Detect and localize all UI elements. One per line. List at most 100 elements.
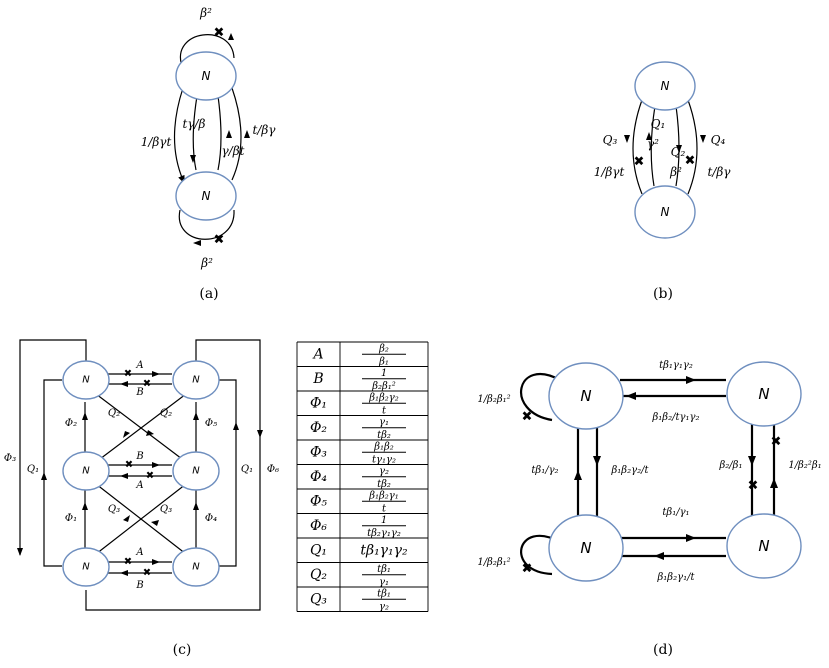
right-down-cross: ✖ (748, 479, 759, 494)
table-value-denominator: γ₁ (379, 577, 389, 588)
q1-right-arrowhead (233, 422, 239, 430)
phi3-label: Φ₃ (4, 453, 16, 464)
top-self-loop (179, 34, 235, 67)
table-value-numerator: tβ₁ (377, 564, 391, 575)
inner-left-label: tγ/β (183, 117, 206, 131)
table-key: Φ₃ (310, 444, 327, 460)
inner-left-arrowhead (190, 155, 196, 163)
inner-right-label: γ/βt (222, 144, 245, 158)
bottom-self-loop (178, 209, 235, 240)
q2-left-label: Q₂ (108, 408, 120, 419)
outer-left-label: 1/βγt (594, 165, 625, 179)
phi6-arrowhead (257, 430, 263, 438)
left-up-label: tβ₁/γ₂ (531, 465, 558, 476)
phi5-label: Φ₅ (205, 418, 217, 429)
outer-right-arrowhead (244, 130, 250, 138)
q4-label: Q₄ (711, 133, 726, 147)
right-down-arrowhead (748, 456, 756, 466)
left-down-arrowhead (593, 456, 601, 466)
inner-right-arrowhead (676, 145, 682, 153)
q1-left-arrowhead (41, 472, 47, 480)
table-value-numerator: γ₂ (379, 466, 389, 477)
top-return-arrowhead (626, 392, 636, 400)
node-bottom (634, 185, 696, 239)
table-key: A (311, 346, 323, 362)
phi3-arrowhead (17, 548, 23, 556)
q1-right-frame-edge (218, 379, 237, 567)
q3-diagonal-2-arrow (123, 515, 130, 522)
edge-a-bottom-label: A (135, 547, 143, 558)
q2-right-label: Q₂ (160, 408, 172, 419)
beta-squared-label: β² (669, 165, 682, 179)
table-value-numerator: 1 (381, 515, 387, 526)
svg-text:✖: ✖ (124, 369, 132, 380)
node-top-left-label: N (580, 387, 591, 405)
bottom-loop-cross: ✖ (522, 562, 533, 577)
node-bottom-label: N (202, 189, 211, 203)
table-value-denominator: tγ₁γ₂ (372, 454, 396, 465)
q1-left-frame-edge (43, 379, 62, 567)
node-bottom-right (172, 547, 220, 587)
inner-right-edge (217, 95, 222, 171)
table-value-numerator: β₁β₂γ₂ (368, 392, 399, 403)
outer-right-arrowhead (700, 135, 706, 143)
bottom-left-loop-label: 1/β₂β₁² (477, 557, 510, 568)
svg-text:✖: ✖ (143, 379, 151, 390)
right-inner-label: β₂/β₁ (719, 460, 743, 471)
svg-text:✖: ✖ (143, 568, 151, 579)
svg-text:✖: ✖ (146, 471, 154, 482)
top-horizontal-edges: ✖ ✖ (108, 369, 172, 390)
node-top-right (726, 361, 802, 427)
table-value-numerator: γ₁ (379, 417, 389, 428)
outer-right-edge (231, 87, 242, 181)
node-top-label: N (202, 69, 211, 83)
edge-b-mid-label: B (135, 451, 143, 462)
q2-diagonal-2 (95, 393, 187, 463)
table-value-numerator: 1 (381, 368, 387, 379)
outer-left-arrowhead (624, 135, 630, 143)
caption-a: (a) (199, 286, 218, 302)
outer-left-label: 1/βγt (141, 135, 172, 149)
table-key: Φ₄ (310, 469, 327, 485)
node-bottom-left (62, 547, 110, 587)
top-loop-label: β² (199, 6, 212, 20)
node-top (175, 51, 237, 101)
node-bottom-right-label: N (758, 537, 769, 555)
table-value-numerator: β₂ (378, 343, 389, 354)
outer-right-label: t/βγ (708, 165, 732, 179)
inner-right-arrowhead (226, 130, 232, 138)
table-key: Φ₆ (310, 518, 327, 534)
table-key: Q₂ (310, 567, 327, 583)
edge-a-top-label: A (135, 360, 143, 371)
inner-left-arrowhead (646, 132, 652, 140)
node-bottom-left-label: N (580, 539, 591, 557)
node-bottom-right (726, 513, 802, 579)
bottom-edge-label: tβ₁/γ₁ (662, 507, 689, 518)
node-mid-left-label: N (82, 466, 90, 477)
right-up-arrowhead (770, 478, 778, 488)
table-key: Φ₂ (310, 420, 327, 436)
right-up-cross: ✖ (771, 435, 782, 450)
node-mid-right (172, 451, 220, 491)
q3-label: Q₃ (603, 133, 618, 147)
panel-c-diagram: ✖ ✖ ✖ ✖ ✖ ✖ N N N N N N (4, 339, 279, 658)
top-forward-arrowhead (686, 376, 696, 384)
inner-left-edge (650, 105, 656, 187)
table-key: B (312, 371, 323, 387)
caption-c: (c) (173, 642, 192, 658)
phi6-label: Φ₆ (267, 464, 279, 475)
table-value-denominator: t (382, 405, 387, 416)
top-loop-cross: ✖ (522, 410, 533, 425)
phi1-arrowhead (82, 502, 88, 510)
table-value: tβ₁γ₁γ₂ (360, 542, 408, 558)
table-value-denominator: β₂β₁² (371, 381, 396, 392)
bottom-loop-cross: ✖ (214, 233, 225, 248)
node-top-left-label: N (82, 375, 90, 386)
bottom-loop-label: β² (200, 256, 213, 270)
table-value-denominator: β₁ (378, 356, 389, 367)
node-top-left (62, 360, 110, 400)
panel-a: ✖ β² ✖ β² N N 1/βγt tγ/β γ/βt t/βγ (a) (141, 6, 277, 302)
q2-diagonal-2-arrow (123, 431, 130, 438)
table-value-denominator: t (382, 503, 387, 514)
